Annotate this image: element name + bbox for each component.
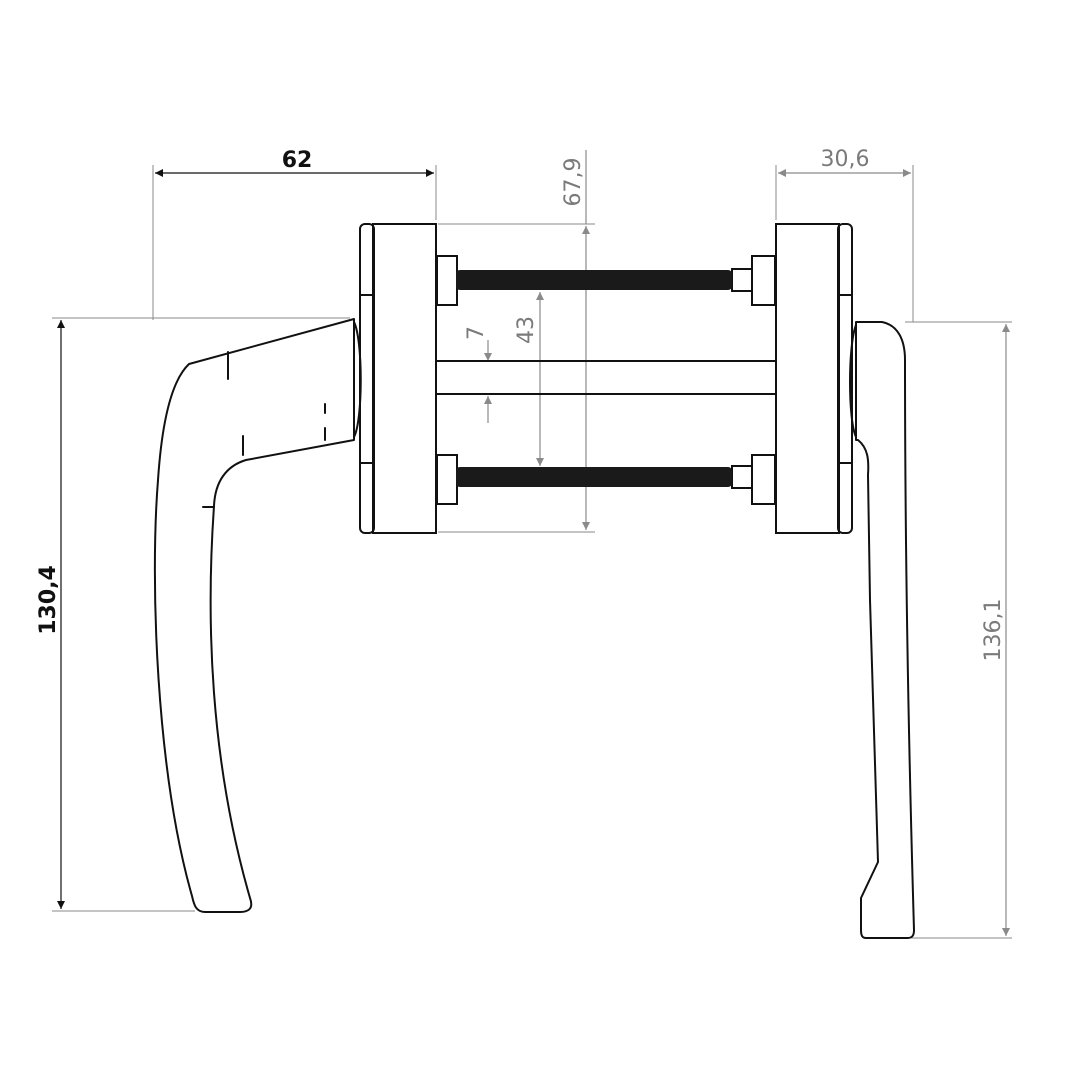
dim-67-9-label: 67,9 (561, 158, 586, 207)
dim-30-6-label: 30,6 (821, 147, 870, 172)
dim-130-4-label: 130,4 (36, 565, 61, 635)
right-handle (849, 321, 915, 939)
left-handle (153, 318, 362, 913)
left-rosette (359, 223, 458, 534)
dim-136-1-label: 136,1 (981, 599, 1006, 662)
right-rosette (731, 223, 853, 534)
spindle (435, 360, 777, 395)
dim-7-label: 7 (464, 326, 489, 340)
upper-screw (456, 270, 732, 290)
dim-43-label: 43 (514, 316, 539, 344)
dim-62-label: 62 (282, 148, 313, 173)
extension-lines (52, 165, 1012, 939)
dimension-lines (57, 150, 1010, 936)
dimension-labels: 62 130,4 30,6 136,1 67,9 43 7 (36, 147, 1006, 661)
screws (456, 270, 732, 487)
lower-screw (456, 467, 732, 487)
